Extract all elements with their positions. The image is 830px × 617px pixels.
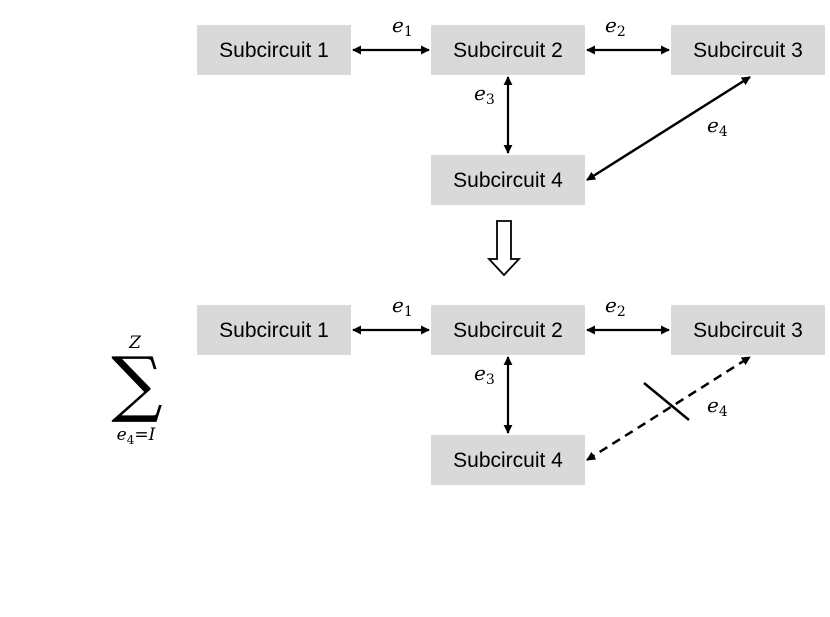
top-edge-e4-label: e4: [707, 113, 728, 140]
top-subcircuit-3-box: Subcircuit 3: [671, 25, 825, 75]
bottom-edge-e1-label: e1: [392, 293, 413, 320]
top-subcircuit-4-label: Subcircuit 4: [453, 169, 563, 192]
summation-upper-limit: Z: [128, 333, 142, 353]
top-edge-e2-label: e2: [605, 13, 626, 40]
top-edge-e4-arrow: [586, 75, 751, 182]
top-subcircuit-3-label: Subcircuit 3: [693, 39, 803, 62]
bottom-edge-e2-label: e2: [605, 293, 626, 320]
top-subcircuit-2-label: Subcircuit 2: [453, 39, 563, 62]
bottom-subcircuit-2-box: Subcircuit 2: [431, 305, 585, 355]
bottom-subcircuit-3-box: Subcircuit 3: [671, 305, 825, 355]
bottom-subcircuit-4-label: Subcircuit 4: [453, 449, 563, 472]
cut-mark: [643, 382, 690, 421]
bottom-edge-e4-label: e4: [707, 393, 728, 420]
bottom-subcircuit-4-box: Subcircuit 4: [431, 435, 585, 485]
bottom-diagram: Z ∑ e4=I Subcircuit 1 Subcircuit 2 Subci…: [111, 293, 825, 485]
top-subcircuit-2-box: Subcircuit 2: [431, 25, 585, 75]
top-subcircuit-1-box: Subcircuit 1: [197, 25, 351, 75]
top-edge-e3-label: e3: [474, 81, 495, 108]
top-edge-e1-label: e1: [392, 13, 413, 40]
bottom-subcircuit-3-label: Subcircuit 3: [693, 319, 803, 342]
bottom-edge-e4-cut-arrow: [586, 355, 751, 462]
bottom-subcircuit-2-label: Subcircuit 2: [453, 319, 563, 342]
top-diagram: Subcircuit 1 Subcircuit 2 Subcircuit 3 S…: [197, 13, 825, 205]
bottom-subcircuit-1-label: Subcircuit 1: [219, 319, 329, 342]
top-subcircuit-1-label: Subcircuit 1: [219, 39, 329, 62]
summation-lower-limit: e4=I: [117, 425, 156, 447]
bottom-edge-e3-label: e3: [474, 361, 495, 388]
summation-symbol: ∑: [111, 341, 162, 425]
hollow-down-arrow-icon: [486, 220, 522, 277]
bottom-subcircuit-1-box: Subcircuit 1: [197, 305, 351, 355]
summation-operator: Z ∑ e4=I: [111, 333, 162, 447]
top-subcircuit-4-box: Subcircuit 4: [431, 155, 585, 205]
